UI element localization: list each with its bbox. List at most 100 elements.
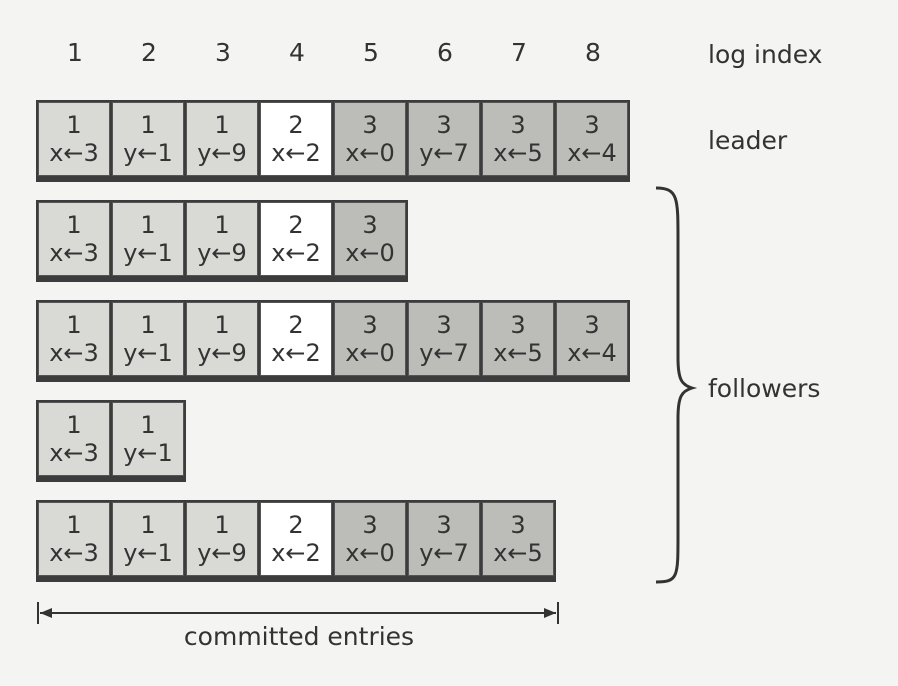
- followers-label: followers: [708, 374, 821, 403]
- log-index-number: 5: [363, 38, 379, 67]
- entry-term: 1: [66, 411, 82, 439]
- entry-term: 1: [214, 111, 230, 139]
- entry-command: x←5: [493, 339, 543, 367]
- committed-bracket: [37, 602, 559, 624]
- entry-command: y←1: [123, 439, 173, 467]
- entry-command: y←7: [419, 339, 469, 367]
- entry-term: 3: [584, 311, 600, 339]
- entry-term: 1: [66, 311, 82, 339]
- entry-term: 2: [288, 311, 304, 339]
- entry-command: x←2: [271, 139, 321, 167]
- entry-term: 3: [436, 311, 452, 339]
- entry-term: 3: [362, 211, 378, 239]
- entry-command: x←0: [345, 239, 395, 267]
- entry-command: x←3: [49, 239, 99, 267]
- entry-term: 3: [436, 111, 452, 139]
- entry-command: y←9: [197, 139, 247, 167]
- entry-command: x←4: [567, 339, 617, 367]
- entry-term: 1: [140, 411, 156, 439]
- entry-command: x←5: [493, 539, 543, 567]
- entry-command: x←3: [49, 539, 99, 567]
- entry-term: 2: [288, 111, 304, 139]
- entry-command: y←1: [123, 239, 173, 267]
- entry-term: 1: [140, 111, 156, 139]
- entry-term: 1: [140, 211, 156, 239]
- entry-term: 3: [510, 111, 526, 139]
- entry-command: x←2: [271, 239, 321, 267]
- entry-command: x←3: [49, 439, 99, 467]
- leader-label: leader: [708, 126, 788, 155]
- log-index-number: 6: [437, 38, 453, 67]
- followers-brace: [655, 186, 698, 584]
- entry-command: x←2: [271, 539, 321, 567]
- entry-term: 2: [288, 211, 304, 239]
- entry-term: 2: [288, 511, 304, 539]
- entry-term: 1: [140, 311, 156, 339]
- entry-command: x←0: [345, 339, 395, 367]
- entry-term: 1: [66, 211, 82, 239]
- entry-command: y←7: [419, 139, 469, 167]
- entry-term: 1: [66, 511, 82, 539]
- entry-term: 1: [214, 211, 230, 239]
- entry-command: x←5: [493, 139, 543, 167]
- entry-command: y←9: [197, 539, 247, 567]
- entry-command: y←9: [197, 239, 247, 267]
- entry-term: 3: [362, 511, 378, 539]
- entry-command: y←1: [123, 539, 173, 567]
- entry-term: 3: [362, 311, 378, 339]
- entry-command: x←3: [49, 339, 99, 367]
- entry-command: y←1: [123, 339, 173, 367]
- log-index-number: 3: [215, 38, 231, 67]
- entry-term: 1: [140, 511, 156, 539]
- entry-term: 3: [510, 311, 526, 339]
- log-index-number: 1: [67, 38, 83, 67]
- log-index-label: log index: [708, 40, 823, 69]
- log-index-number: 2: [141, 38, 157, 67]
- entry-term: 3: [362, 111, 378, 139]
- entry-term: 3: [436, 511, 452, 539]
- entry-command: x←4: [567, 139, 617, 167]
- entry-term: 1: [214, 311, 230, 339]
- entry-term: 3: [584, 111, 600, 139]
- entry-command: x←0: [345, 539, 395, 567]
- entry-command: y←9: [197, 339, 247, 367]
- entry-term: 1: [214, 511, 230, 539]
- entry-command: x←3: [49, 139, 99, 167]
- entry-command: y←7: [419, 539, 469, 567]
- committed-entries-label: committed entries: [183, 622, 415, 651]
- log-index-number: 8: [585, 38, 601, 67]
- entry-command: x←2: [271, 339, 321, 367]
- entry-term: 3: [510, 511, 526, 539]
- entry-command: y←1: [123, 139, 173, 167]
- log-index-number: 7: [511, 38, 527, 67]
